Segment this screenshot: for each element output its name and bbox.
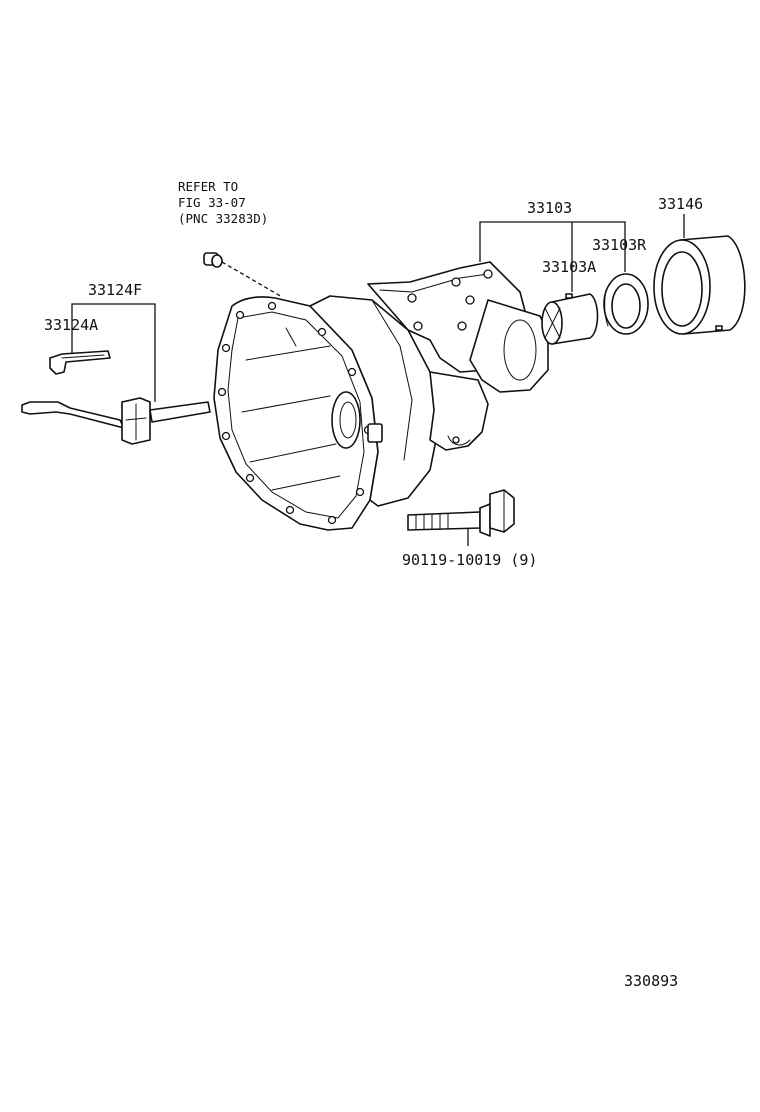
bolt-90119 [407, 489, 515, 537]
transmission-case [213, 261, 549, 531]
label-33124F: 33124F [88, 281, 142, 299]
figure-id: 330893 [624, 972, 678, 990]
refer-line-2: FIG 33-07 [178, 195, 246, 210]
part-33124F [21, 397, 211, 445]
part-33103R [603, 273, 649, 335]
label-33146: 33146 [658, 195, 703, 213]
refer-line-3: (PNC 33283D) [178, 211, 268, 226]
plug-part [203, 252, 223, 268]
label-33103: 33103 [527, 199, 572, 217]
refer-note: REFER TO FIG 33-07 (PNC 33283D) [178, 179, 268, 226]
label-33103A: 33103A [542, 258, 596, 276]
label-33103R: 33103R [592, 236, 647, 254]
refer-line-1: REFER TO [178, 179, 238, 194]
flange-bolt-holes [217, 301, 373, 525]
part-33103A [541, 293, 599, 345]
label-33124A: 33124A [44, 316, 98, 334]
part-33124A [49, 350, 111, 375]
label-bolt-90119: 90119-10019 (9) [402, 551, 537, 569]
part-33146 [653, 235, 746, 335]
leader-lines [71, 214, 685, 546]
bell-ribs [241, 327, 341, 491]
